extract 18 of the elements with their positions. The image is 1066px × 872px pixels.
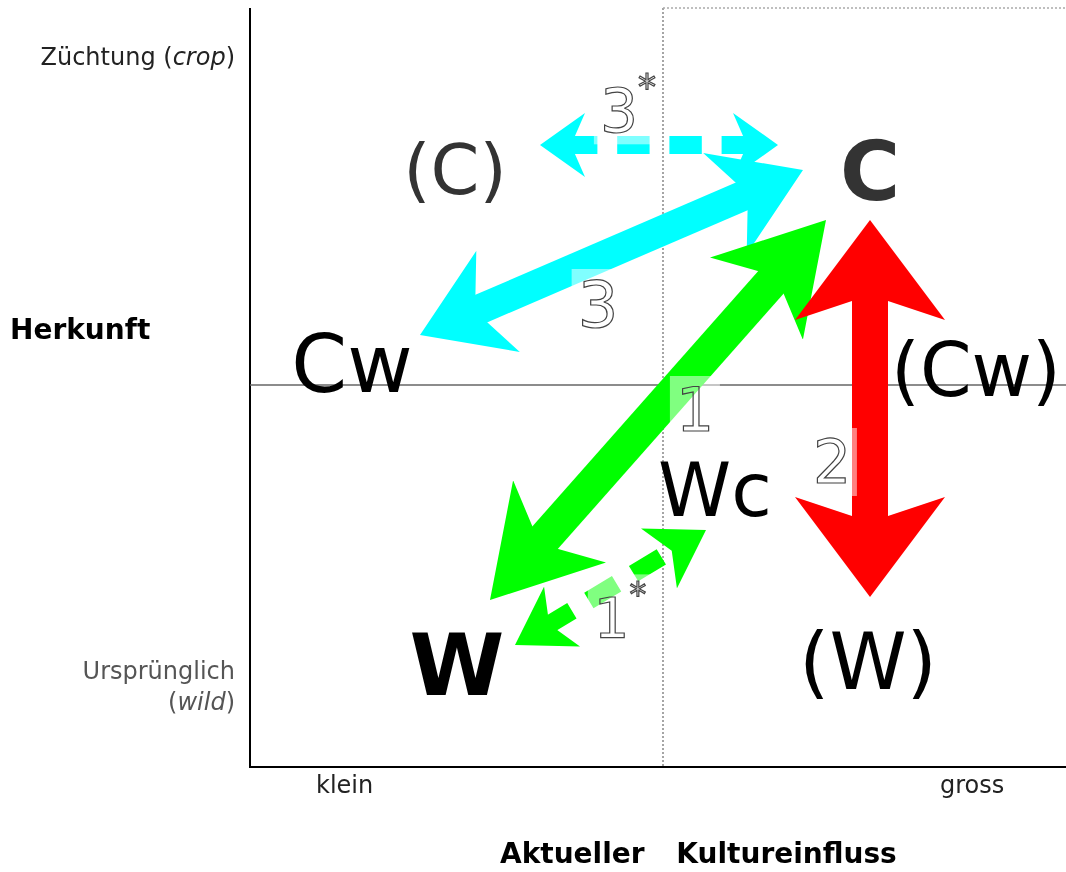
axis-tick-label: Züchtung (crop) [39,42,235,73]
axis-title: Herkunft [10,312,151,348]
double-arrow [420,153,803,352]
node-label: Wc [658,453,772,527]
node-label: W [409,622,505,708]
node-label: (W) [799,623,937,701]
node-label: (Cw) [891,333,1061,407]
node-label: (C) [403,135,507,205]
axis-tick-label: Ursprünglich (wild) [81,656,235,719]
node-label: C [839,131,901,213]
double-arrow [795,220,945,597]
node-label: Cw [291,325,413,405]
axis-tick-label: klein [316,770,374,801]
axis-title: Aktueller Kultureinfluss [500,836,897,872]
double-arrow [490,220,826,600]
axis-tick-label: gross [940,770,1005,801]
double-arrow [515,528,706,647]
double-arrow [540,113,778,177]
